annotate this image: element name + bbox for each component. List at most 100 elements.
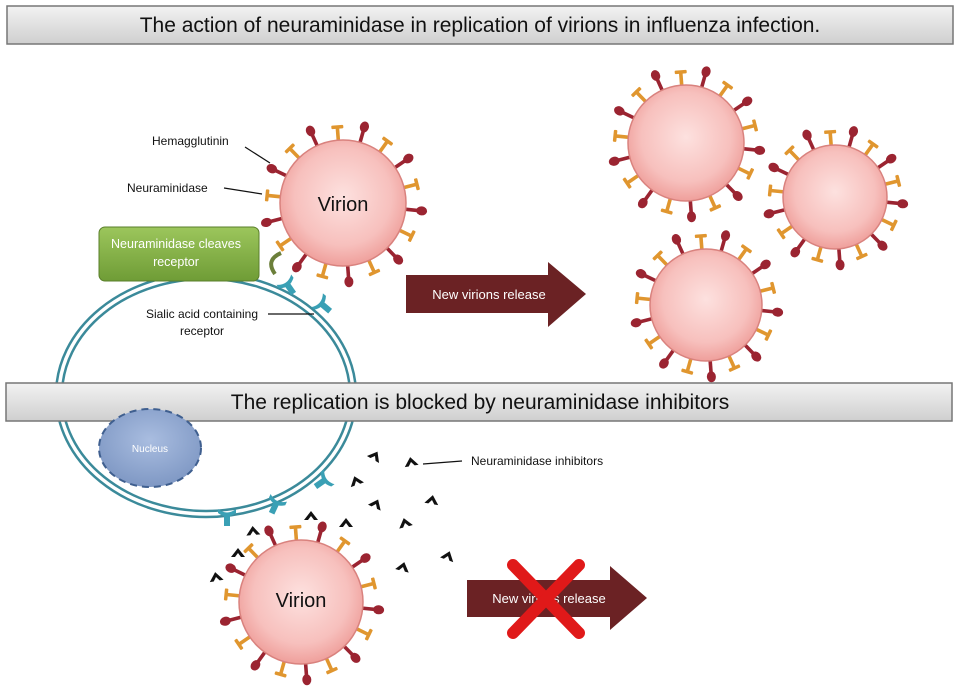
neuraminidase-pointer <box>223 187 263 195</box>
hemagglutinin-spike <box>614 106 637 121</box>
inhibitor-chevron-icon <box>366 451 380 463</box>
inhibitor-chevron-icon <box>399 518 413 529</box>
inhibitor-chevron-icon <box>304 511 318 520</box>
hemagglutinin-spike <box>305 125 320 149</box>
hemagglutinin-spike <box>790 236 808 258</box>
inhibitor-chevron-icon <box>424 495 439 506</box>
neuraminidase-spike <box>735 165 755 180</box>
hemagglutinin-spike <box>349 553 371 570</box>
hemagglutinin-spike <box>731 96 753 113</box>
inhibitor-chevron-icon <box>404 457 419 468</box>
hemagglutinin-spike <box>768 162 791 177</box>
virion-label-bottom: Virion <box>276 590 327 612</box>
cleaves-label-line1: Neuraminidase cleaves <box>111 237 241 251</box>
nucleus-label: Nucleus <box>132 444 168 455</box>
neuraminidase-spike <box>324 655 338 675</box>
hemagglutinin-spike <box>659 347 676 369</box>
neuraminidase-spike <box>757 281 777 294</box>
hemagglutinin-spike <box>403 206 428 216</box>
neuraminidase-spike <box>652 250 670 268</box>
hemagglutinin-spike <box>759 307 784 317</box>
release-arrow-bottom: New virions release <box>467 566 647 630</box>
neuraminidase-spike <box>824 129 837 148</box>
neuraminidase-spike <box>784 145 802 163</box>
title-bar-top: The action of neuraminidase in replicati… <box>6 5 954 45</box>
inhibitor-chevron-icon <box>209 572 224 583</box>
hemagglutinin-spike <box>392 153 414 171</box>
hemagglutinin-spike <box>315 521 327 545</box>
hemagglutinin-spike <box>630 316 655 328</box>
inhibitor-chevron-icon <box>395 562 409 573</box>
neuraminidase-spike <box>694 233 707 252</box>
neuraminidase-spike <box>681 356 694 375</box>
release-label-top: New virions release <box>432 287 545 302</box>
neuraminidase-inhibitors <box>209 451 454 583</box>
neuraminidase-spike <box>622 173 641 189</box>
neuraminidase-spike <box>634 292 653 305</box>
hemagglutinin-spike <box>723 181 743 202</box>
neuraminidase-spike <box>736 244 752 263</box>
neuraminidase-label: Neuraminidase <box>127 181 208 195</box>
hemagglutinin-spike <box>360 605 385 615</box>
neuraminidase-spike <box>377 136 394 155</box>
release-arrow-top: New virions release <box>406 262 586 327</box>
sialic-label-line1: Sialic acid containing <box>146 307 258 321</box>
hemagglutinin-spike <box>742 342 762 362</box>
neuraminidase-spike <box>223 588 242 601</box>
neuraminidase-spike <box>243 543 261 561</box>
virion-blocked <box>219 521 385 686</box>
inhibitor-chevron-icon <box>440 551 454 563</box>
hemagglutinin-spike <box>341 643 361 663</box>
sialic-acid-receptors <box>218 274 335 526</box>
neuraminidase-spike <box>753 326 773 341</box>
hemagglutinin-spike <box>749 259 771 277</box>
neuraminidase-spike <box>334 536 351 555</box>
hemagglutinin-spike <box>741 145 766 155</box>
virion-label-top: Virion <box>318 194 369 216</box>
neuraminidase-spike <box>234 634 253 650</box>
receptor-icon <box>218 509 236 526</box>
hemagglutinin-spike <box>687 198 697 223</box>
hemagglutinin-spike <box>835 246 845 271</box>
blocked-x-icon <box>507 559 585 639</box>
neuraminidase-spike <box>397 227 416 242</box>
neuraminidase-spike <box>366 257 381 277</box>
hemagglutinin-spike <box>802 129 817 153</box>
nucleus: Nucleus <box>98 408 202 488</box>
hemagglutinin-spike <box>260 216 285 228</box>
neuraminidase-spike <box>674 69 687 88</box>
neuraminidase-spike <box>331 124 344 143</box>
neuraminidase-spike <box>289 524 302 543</box>
hemagglutinin-spike <box>219 615 244 626</box>
hemagglutinin-spike <box>763 207 787 219</box>
hemagglutinin-spike <box>250 649 268 671</box>
virion-released-1 <box>608 66 766 223</box>
title-top: The action of neuraminidase in replicati… <box>140 14 821 37</box>
inhibitor-chevron-icon <box>367 499 381 511</box>
hemagglutinin-spike <box>357 121 369 145</box>
inhibitors-label: Neuraminidase inhibitors <box>471 454 603 468</box>
hemagglutinin-spike <box>706 358 716 383</box>
hemagglutinin-spike <box>344 263 354 288</box>
hemagglutinin-pointer <box>244 146 271 164</box>
neuraminidase-spike <box>401 178 420 191</box>
neuraminidase-spike <box>275 235 294 252</box>
hemagglutinin-spike <box>292 251 309 273</box>
virion-released-3 <box>630 230 784 383</box>
neuraminidase-spike <box>811 244 824 263</box>
neuraminidase-spike <box>644 333 663 350</box>
inhibitor-chevron-icon <box>246 526 261 536</box>
virions-layer <box>219 66 909 686</box>
inhibitor-chevron-icon <box>350 476 364 488</box>
cleaves-label-line2: receptor <box>153 255 199 269</box>
hemagglutinin-spike <box>264 525 278 549</box>
neuraminidase-spike <box>776 223 795 240</box>
hemagglutinin-spike <box>875 153 897 171</box>
neuraminidase-spike <box>717 80 734 99</box>
hemagglutinin-spike <box>650 70 665 93</box>
neuraminidase-spike <box>707 193 722 212</box>
neuraminidase-spike <box>739 119 759 132</box>
hemagglutinin-spike <box>699 66 711 90</box>
neuraminidase-spike <box>612 129 631 142</box>
neuraminidase-spike <box>726 353 741 372</box>
